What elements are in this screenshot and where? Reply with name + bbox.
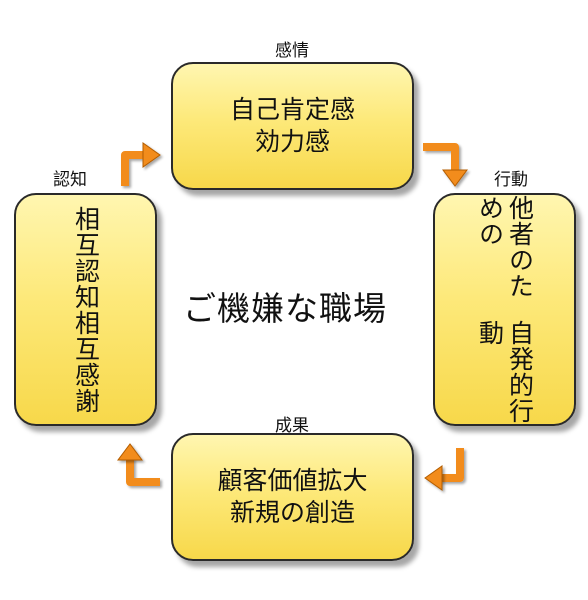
arrow-right-to-bottom xyxy=(440,448,464,482)
tag-recognition: 認知 xyxy=(53,170,87,190)
box-mutual-recognition-line1: 相互認知 xyxy=(71,205,101,310)
center-title: ご機嫌な職場 xyxy=(183,289,387,328)
tag-action: 行動 xyxy=(494,170,528,190)
box-mutual-recognition-line2: 相互感謝 xyxy=(71,309,101,414)
arrowhead-left-bottom xyxy=(424,465,443,491)
box-spontaneous-action-line1: 他者のための xyxy=(475,195,535,299)
tag-emotion: 感情 xyxy=(275,41,309,61)
arrowhead-up-left xyxy=(117,443,143,461)
arrowhead-right-top xyxy=(142,142,161,168)
box-self-esteem-line1: 自己肯定感 xyxy=(229,95,355,124)
box-spontaneous-action-line2: 自発的行動 xyxy=(475,319,535,424)
arrow-bottom-to-left xyxy=(126,458,160,486)
arrow-left-to-top xyxy=(121,151,145,186)
arrow-top-to-right xyxy=(423,143,459,172)
box-customer-value-line2: 新規の創造 xyxy=(229,498,355,527)
box-mutual-recognition: 相互認知 相互感謝 xyxy=(14,193,157,426)
box-customer-value: 顧客価値拡大 新規の創造 xyxy=(171,433,414,561)
box-self-esteem: 自己肯定感 効力感 xyxy=(171,62,414,190)
arrowhead-down-right xyxy=(442,169,468,187)
box-self-esteem-line2: 効力感 xyxy=(254,127,330,156)
tag-result: 成果 xyxy=(275,416,309,436)
box-spontaneous-action: 他者のための 自発的行動 xyxy=(433,193,576,426)
box-customer-value-line1: 顧客価値拡大 xyxy=(217,466,368,495)
